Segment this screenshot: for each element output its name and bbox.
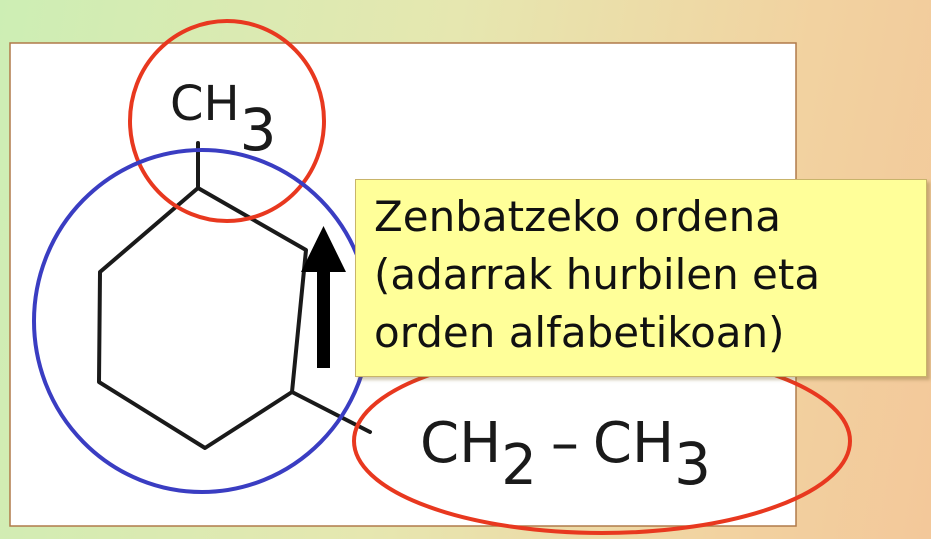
arrow-shaft xyxy=(317,268,330,368)
annotation-line-1: Zenbatzeko ordena xyxy=(374,192,781,241)
ethyl-subscript-2: 2 xyxy=(501,433,537,498)
ethyl-ch3: CH xyxy=(593,411,674,476)
ethyl-subscript-3: 3 xyxy=(674,430,711,498)
methyl-label: CH3 xyxy=(170,76,277,164)
ethyl-ch2: CH xyxy=(420,411,501,476)
ethyl-dash: – xyxy=(551,411,579,476)
arrow-head xyxy=(301,226,346,272)
ring-bonds xyxy=(97,186,308,450)
arrow-up-icon xyxy=(301,226,346,368)
annotation-callout: Zenbatzeko ordena (adarrak hurbilen eta … xyxy=(355,179,927,377)
annotation-line-3: orden alfabetikoan) xyxy=(374,308,785,357)
methyl-highlight-circle xyxy=(128,19,326,223)
annotation-line-2: (adarrak hurbilen eta xyxy=(374,250,821,299)
methyl-ch: CH xyxy=(170,76,240,132)
cyclohexane-ring xyxy=(97,186,308,450)
methyl-subscript: 3 xyxy=(240,96,277,164)
ethyl-label: CH2–CH3 xyxy=(420,411,711,498)
